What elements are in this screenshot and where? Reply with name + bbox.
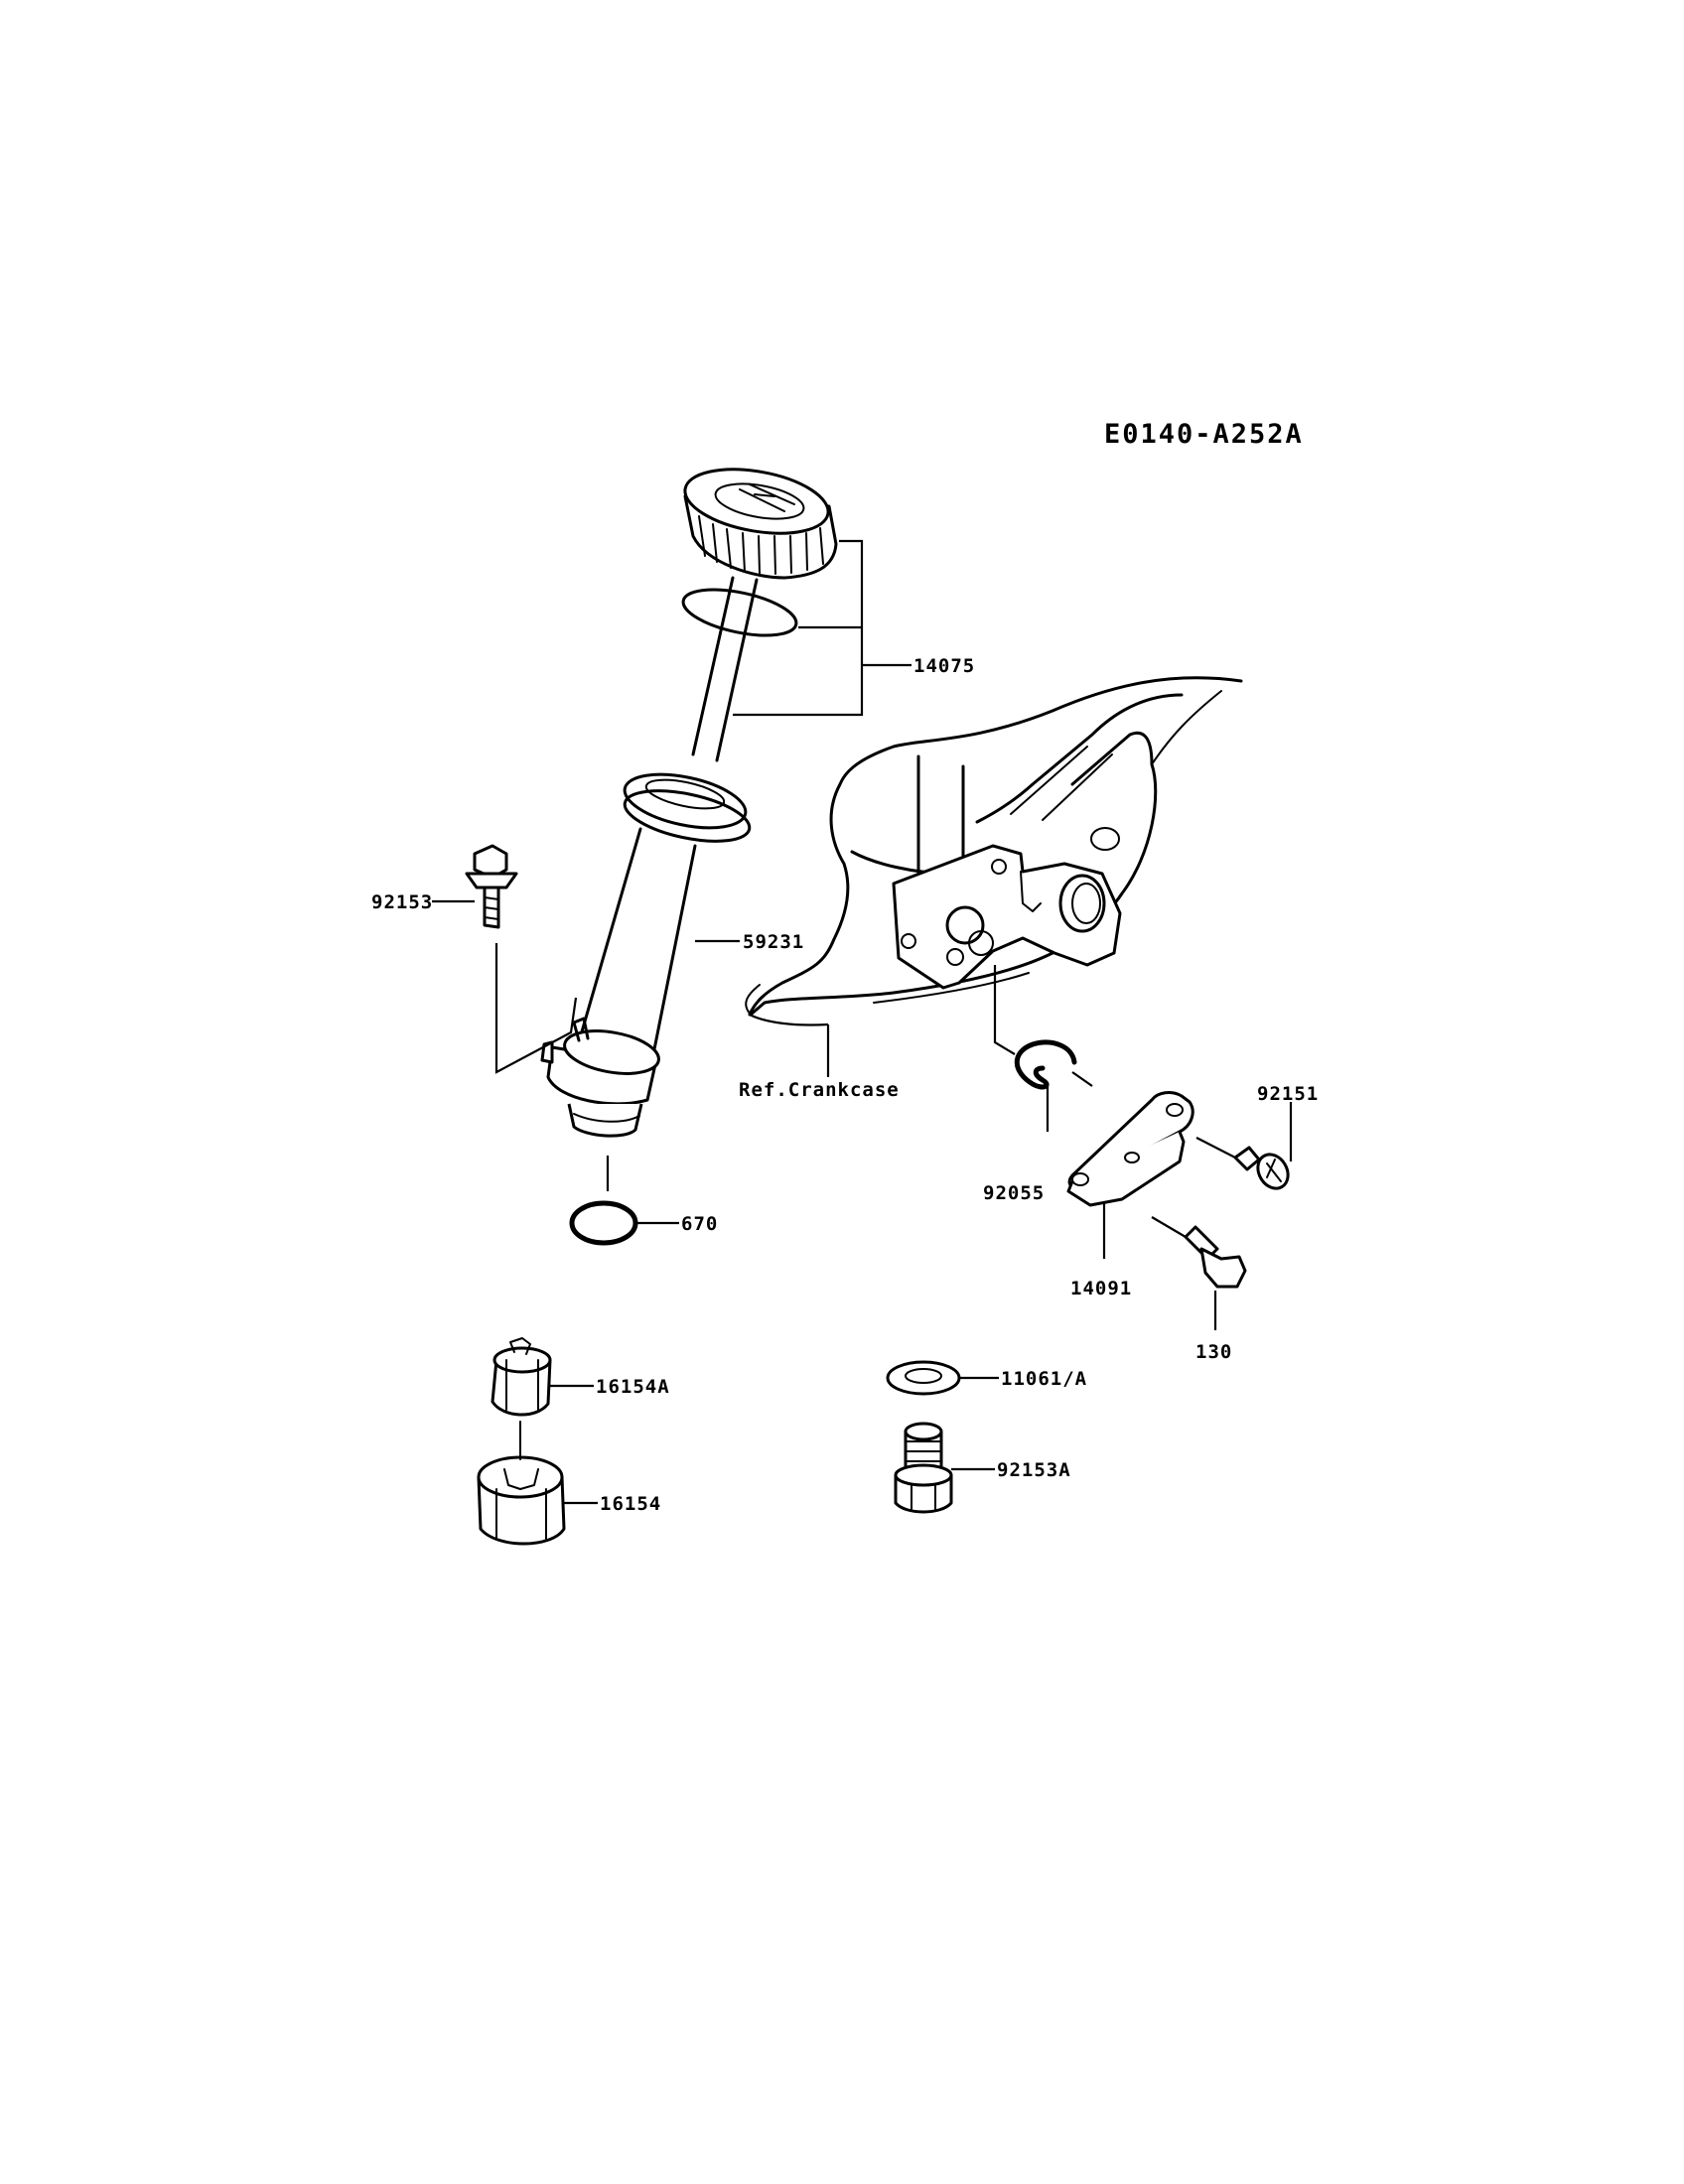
label-92151: 92151 <box>1257 1083 1319 1105</box>
label-14091: 14091 <box>1070 1278 1132 1299</box>
washer-11061A <box>886 1360 961 1396</box>
screw-92151 <box>1233 1146 1290 1190</box>
label-59231: 59231 <box>743 931 804 953</box>
oil-filler-tube <box>540 772 752 1138</box>
diagram-code: E0140-A252A <box>1104 419 1304 450</box>
bolt-130 <box>1184 1225 1247 1289</box>
gasket-92055 <box>1014 1039 1077 1090</box>
label-16154A: 16154A <box>596 1376 670 1398</box>
label-670: 670 <box>681 1213 718 1235</box>
label-92153: 92153 <box>371 891 433 913</box>
rotor-16154A <box>491 1337 552 1417</box>
bolt-92153 <box>465 844 518 929</box>
label-16154: 16154 <box>600 1493 661 1515</box>
rotor-16154 <box>477 1421 566 1546</box>
label-11061A: 11061/A <box>1001 1368 1087 1390</box>
label-130: 130 <box>1195 1341 1232 1363</box>
label-92153A: 92153A <box>997 1459 1071 1481</box>
plug-92153A <box>894 1422 953 1514</box>
label-92055: 92055 <box>983 1182 1045 1204</box>
crankcase-outline <box>745 676 1243 1017</box>
o-ring-670 <box>569 1200 638 1246</box>
leader-lines <box>432 539 1293 1505</box>
label-14075: 14075 <box>913 655 975 677</box>
dipstick-cap-assembly <box>681 468 838 762</box>
label-ref-crankcase: Ref.Crankcase <box>739 1079 900 1101</box>
plate-14091 <box>1066 1091 1194 1207</box>
